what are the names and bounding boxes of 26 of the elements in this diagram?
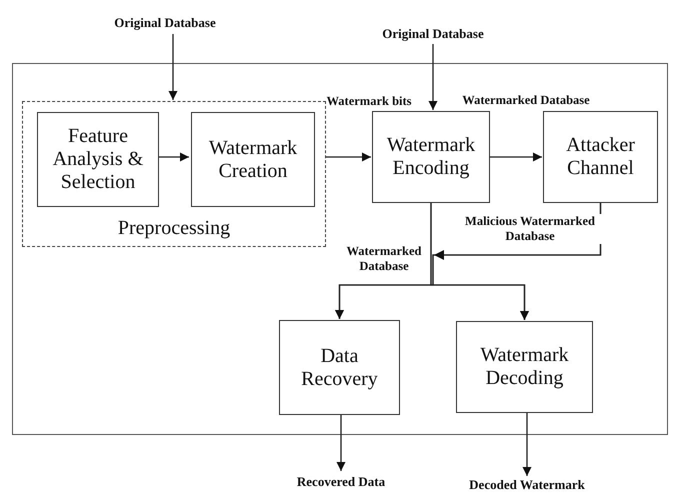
process-box (372, 111, 490, 203)
process-box (279, 320, 400, 415)
box-label: Feature Analysis & Selection (52, 125, 144, 194)
dashed-group-box (22, 101, 326, 247)
arrow (428, 44, 438, 110)
data-label: Decoded Watermark (469, 478, 585, 492)
data-label: Recovered Data (296, 474, 386, 490)
arrow (432, 203, 602, 320)
process-box (191, 112, 315, 207)
group-title: Preprocessing (118, 217, 230, 240)
arrow (168, 34, 178, 100)
arrow (158, 152, 189, 162)
box-label: Attacker Channel (565, 134, 636, 180)
process-box (37, 112, 159, 207)
box-label: Watermark Creation (208, 136, 298, 182)
box-label: Data Recovery (300, 344, 379, 390)
arrow (522, 413, 532, 476)
arrow (326, 152, 371, 162)
data-label: Original Database (382, 26, 484, 42)
data-label: Original Database (114, 16, 216, 30)
arrow (490, 152, 542, 162)
process-box (543, 111, 658, 203)
process-box (456, 321, 593, 413)
box-label: Watermark Decoding (479, 344, 570, 390)
box-label: Watermark Encoding (386, 134, 476, 180)
arrow (336, 415, 346, 471)
